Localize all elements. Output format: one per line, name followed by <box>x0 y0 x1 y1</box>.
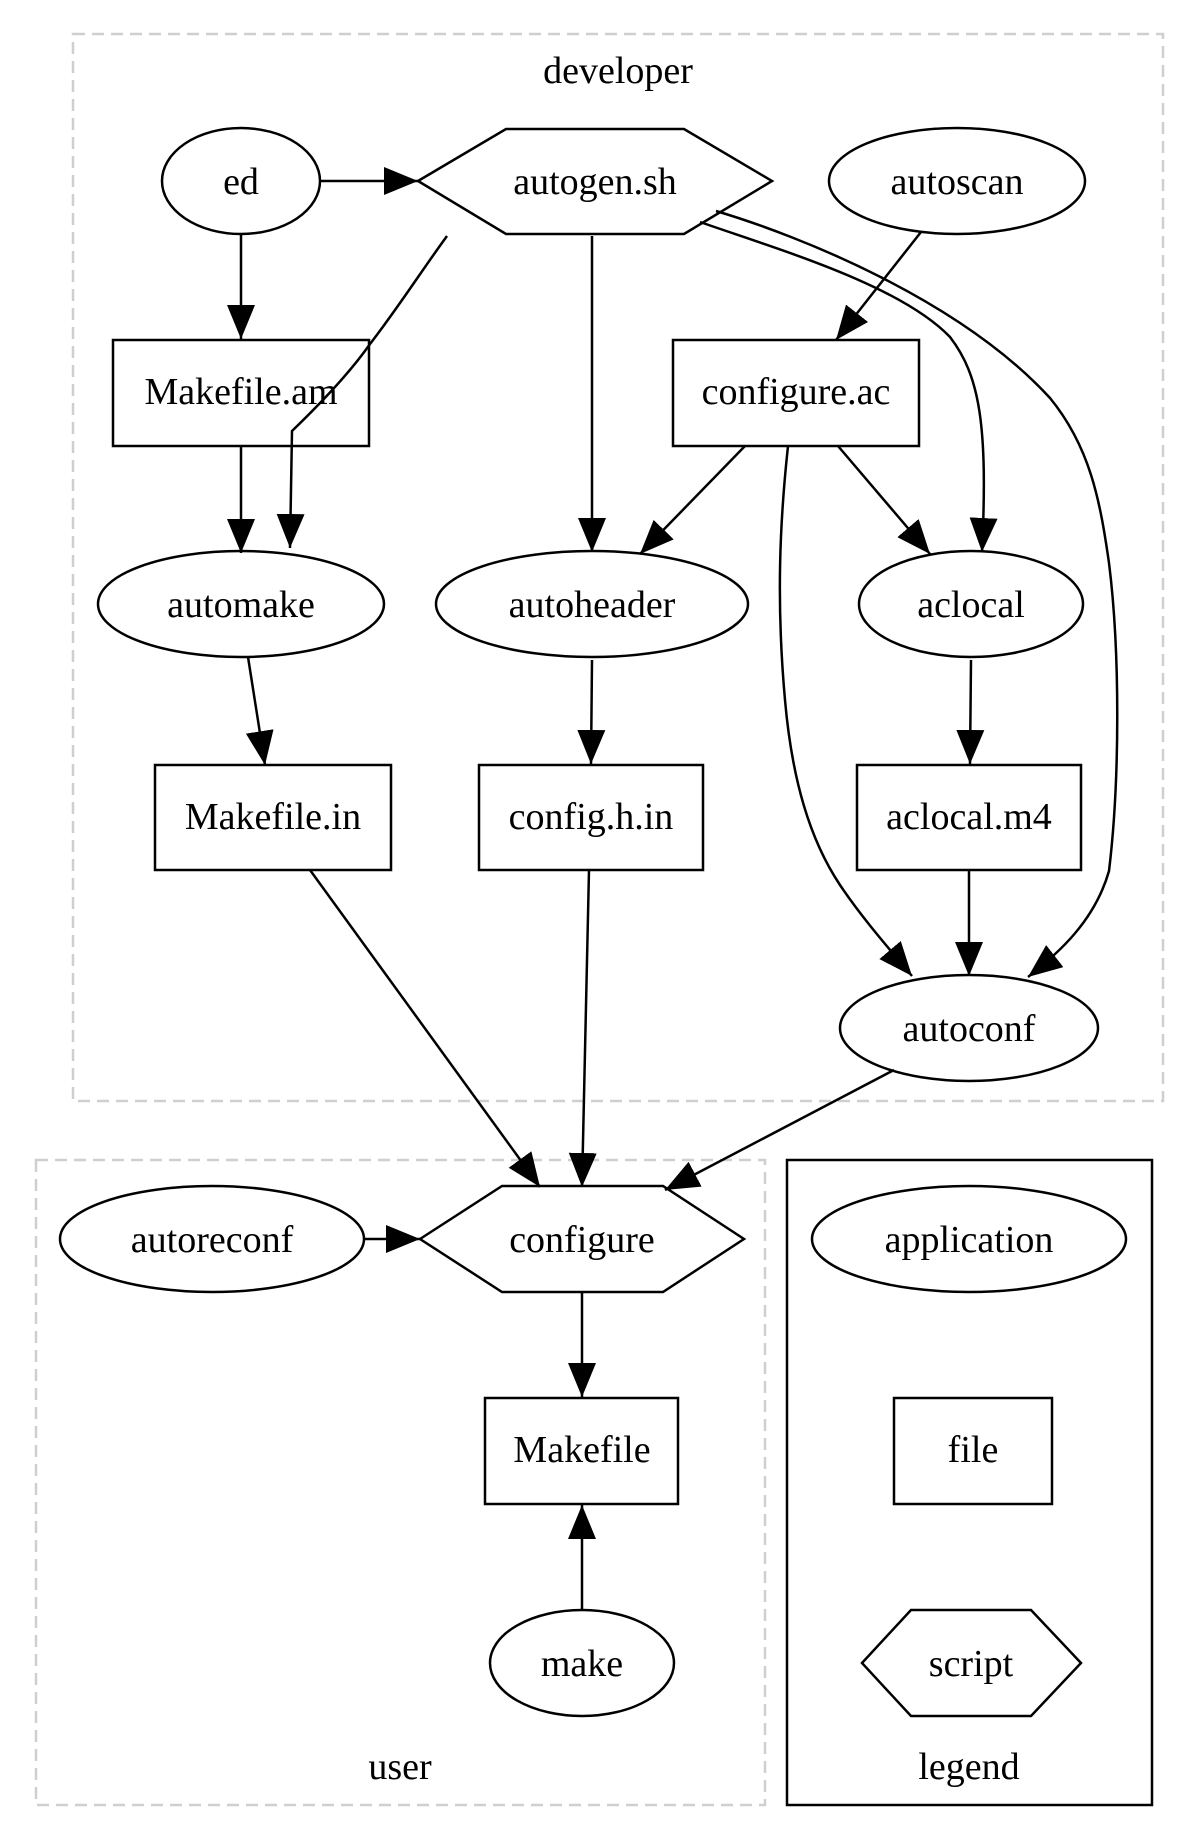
node-ed: ed <box>160 126 322 236</box>
legend-file-label: file <box>948 1429 999 1471</box>
edge-aclocal-aclocal-m4 <box>956 659 985 765</box>
edge-autoheader-config-h-in <box>577 659 606 765</box>
node-aclocal-m4-label: aclocal.m4 <box>886 796 1052 838</box>
edge-configure-ac-autoheader <box>639 445 746 555</box>
user-cluster-label: user <box>368 1746 432 1788</box>
node-ed-label: ed <box>223 161 259 203</box>
node-automake: automake <box>96 549 386 659</box>
edge-autogen-autoconf <box>715 209 1119 978</box>
node-config-h-in-label: config.h.in <box>509 796 674 838</box>
node-make: make <box>488 1608 676 1718</box>
developer-cluster-label: developer <box>543 50 693 92</box>
node-automake-label: automake <box>167 584 315 626</box>
node-configure-label: configure <box>509 1219 655 1261</box>
legend-application: application <box>810 1184 1128 1294</box>
edge-config-h-in-configure <box>568 869 597 1188</box>
edge-configure-ac-aclocal <box>837 445 931 555</box>
edges <box>227 167 1119 1610</box>
node-autogen-label: autogen.sh <box>513 161 677 203</box>
edge-autoconf-configure <box>664 1068 895 1192</box>
node-autoconf: autoconf <box>838 973 1100 1083</box>
node-makefile-in: Makefile.in <box>153 763 393 872</box>
edge-automake-makefile-in <box>245 656 274 766</box>
legend-file: file <box>892 1396 1054 1506</box>
node-makefile-am: Makefile.am <box>111 338 371 448</box>
node-makefile-am-label: Makefile.am <box>144 371 337 413</box>
legend-script-label: script <box>929 1643 1014 1685</box>
legend-application-label: application <box>885 1219 1054 1261</box>
node-makefile-label: Makefile <box>513 1429 650 1471</box>
node-config-h-in: config.h.in <box>477 763 705 872</box>
node-configure-ac-label: configure.ac <box>702 371 891 413</box>
edge-configure-ac-autoconf <box>778 445 913 977</box>
node-aclocal-label: aclocal <box>917 584 1025 626</box>
node-autoreconf: autoreconf <box>58 1184 366 1294</box>
node-autoheader: autoheader <box>434 549 750 659</box>
node-configure-ac: configure.ac <box>671 338 921 448</box>
node-autoreconf-label: autoreconf <box>131 1219 294 1261</box>
legend-script: script <box>860 1608 1083 1718</box>
node-configure: configure <box>417 1184 747 1294</box>
node-autoscan: autoscan <box>827 126 1087 236</box>
node-autoconf-label: autoconf <box>903 1008 1036 1050</box>
node-makefile-in-label: Makefile.in <box>185 796 361 838</box>
node-autogen: autogen.sh <box>415 127 775 236</box>
node-autoheader-label: autoheader <box>509 584 676 626</box>
user-cluster: user <box>34 1158 767 1807</box>
node-makefile: Makefile <box>483 1396 680 1506</box>
edge-autogen-aclocal <box>699 220 998 553</box>
edge-autoscan-configure-ac <box>835 231 922 341</box>
legend-cluster-label: legend <box>918 1746 1019 1788</box>
node-make-label: make <box>541 1643 623 1685</box>
node-aclocal-m4: aclocal.m4 <box>855 763 1083 872</box>
edge-makefile-in-configure <box>308 869 542 1188</box>
legend-cluster: legend <box>785 1158 1154 1807</box>
developer-cluster: developer <box>71 32 1165 1103</box>
node-autoscan-label: autoscan <box>891 161 1024 203</box>
node-aclocal: aclocal <box>857 549 1085 659</box>
